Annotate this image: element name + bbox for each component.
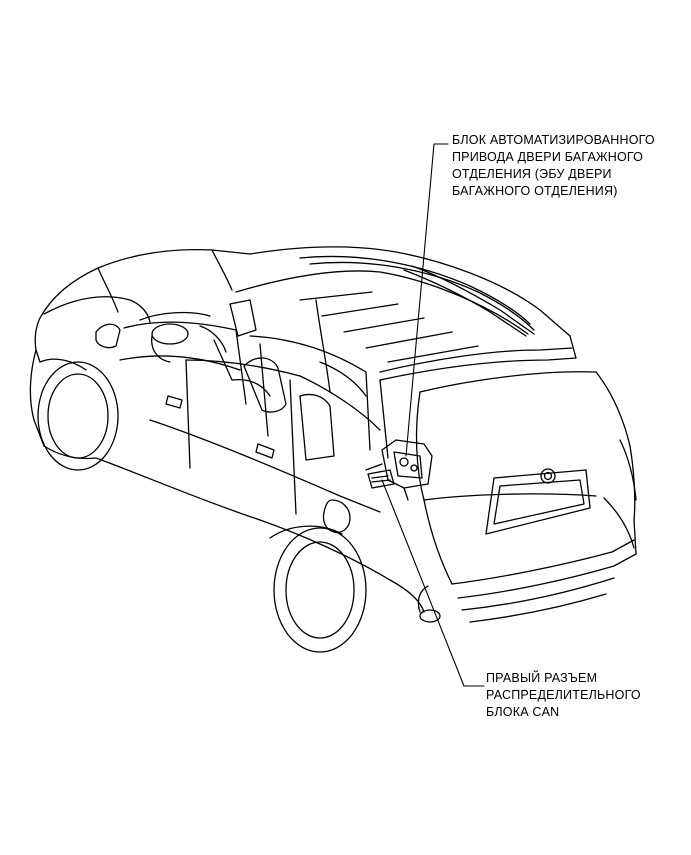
callout-line: БЛОКА CAN (486, 705, 560, 719)
front-left-wheel (37, 358, 119, 471)
tailgate-ecu-component (365, 439, 433, 501)
callout-line: РАСПРЕДЕЛИТЕЛЬНОГО (486, 688, 641, 702)
tailgate-ecu-leader (405, 143, 449, 457)
callout-line: ПРИВОДА ДВЕРИ БАГАЖНОГО (452, 150, 644, 164)
vehicle-body (29, 246, 637, 623)
leader-lines (381, 143, 485, 687)
can-connector-callout: ПРАВЫЙ РАЗЪЕМ РАСПРЕДЕЛИТЕЛЬНОГО БЛОКА C… (486, 670, 641, 721)
callout-line: ОТДЕЛЕНИЯ (ЭБУ ДВЕРИ (452, 167, 612, 181)
callout-line: БАГАЖНОГО ОТДЕЛЕНИЯ) (452, 184, 618, 198)
can-connector-leader (381, 479, 485, 687)
can-junction-connector-component (367, 469, 395, 489)
callout-line: ПРАВЫЙ РАЗЪЕМ (486, 671, 598, 685)
callout-line: БЛОК АВТОМАТИЗИРОВАННОГО (452, 133, 655, 147)
rear-left-wheel (269, 525, 367, 653)
tailgate-ecu-callout: БЛОК АВТОМАТИЗИРОВАННОГО ПРИВОДА ДВЕРИ Б… (452, 132, 655, 200)
